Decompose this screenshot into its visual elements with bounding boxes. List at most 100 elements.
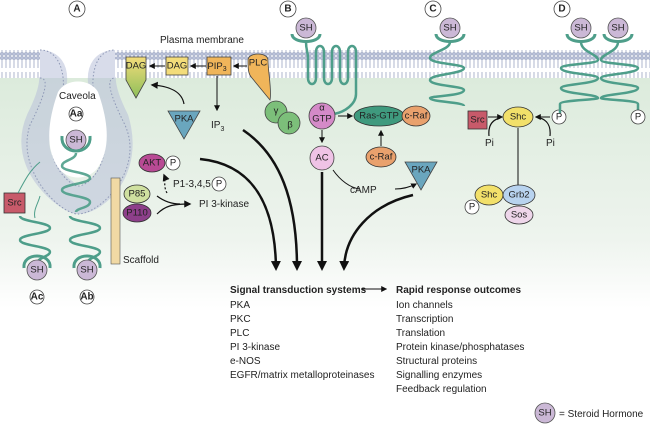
svg-text:P: P xyxy=(469,202,475,213)
outcome-item: Signalling enzymes xyxy=(396,370,482,381)
svg-text:P: P xyxy=(216,179,222,190)
arrow-pka-to-dag xyxy=(150,81,185,105)
legend-text: = Steroid Hormone xyxy=(559,409,644,420)
shc-node: Shc xyxy=(502,106,534,128)
p85-node: P85 xyxy=(123,184,151,204)
pka-node-right: PKA xyxy=(404,161,438,191)
arrow-ac-camp-pka xyxy=(332,169,416,189)
svg-text:P110: P110 xyxy=(126,208,147,219)
svg-text:DAG: DAG xyxy=(167,61,188,72)
svg-text:SH: SH xyxy=(443,23,456,34)
phosphate-akt: P xyxy=(165,155,181,171)
arrow-p85-p110-to-pi3k xyxy=(156,195,190,215)
outcome-item: Feedback regulation xyxy=(396,384,487,395)
p1345-label: P1-3,4,5 xyxy=(173,179,211,190)
panel-label-a: A xyxy=(68,0,86,18)
caveola-label: Caveola xyxy=(59,91,96,102)
phosphate-lipid: P xyxy=(211,176,227,192)
panel-label-ab: Ab xyxy=(79,289,95,305)
signal-transduction-list: Signal transduction systems PKA PKC PLC … xyxy=(230,285,375,381)
svg-text:Scaffold: Scaffold xyxy=(123,255,159,266)
p110-node: P110 xyxy=(122,203,152,223)
big-arrow-2 xyxy=(242,128,302,271)
svg-text:SH: SH xyxy=(611,23,624,34)
signal-item: PLC xyxy=(230,328,249,339)
c-raf-node: c-Raf xyxy=(365,146,397,168)
legend: SH = Steroid Hormone xyxy=(534,402,644,424)
svg-text:GTP: GTP xyxy=(312,114,332,125)
svg-text:SH: SH xyxy=(80,265,93,276)
dag-node-cone: DAG xyxy=(125,56,147,99)
plasma-membrane-label: Plasma membrane xyxy=(160,35,244,46)
svg-text:Ab: Ab xyxy=(80,292,93,303)
big-arrow-1 xyxy=(199,157,281,271)
outcome-item: Translation xyxy=(396,328,445,339)
scaffold: Scaffold xyxy=(110,177,159,266)
signal-item: e-NOS xyxy=(230,356,261,367)
ip3-label: IP3 xyxy=(211,120,224,133)
svg-text:Sos: Sos xyxy=(511,210,528,221)
svg-text:Grb2: Grb2 xyxy=(508,190,529,201)
panel-label-aa: Aa xyxy=(68,106,84,122)
rapid-response-title: Rapid response outcomes xyxy=(396,285,521,296)
svg-text:D: D xyxy=(558,4,565,15)
c-raf-node-bound: c-Raf xyxy=(401,105,431,127)
svg-text:AC: AC xyxy=(315,153,328,164)
arrow-pi-left xyxy=(488,117,501,137)
svg-text:α: α xyxy=(319,103,325,114)
shc-node-complex: Shc xyxy=(474,184,504,206)
svg-text:PKA: PKA xyxy=(411,165,431,176)
akt-node: AKT xyxy=(138,153,166,173)
svg-text:Src: Src xyxy=(470,115,485,126)
svg-text:P: P xyxy=(556,112,562,123)
svg-text:P: P xyxy=(170,158,176,169)
panel-label-b: B xyxy=(279,0,297,18)
pi-label-left: Pi xyxy=(485,138,494,149)
panel-label-d: D xyxy=(553,0,571,18)
outcome-item: Ion channels xyxy=(396,300,453,311)
signal-item: EGFR/matrix metalloproteinases xyxy=(230,370,375,381)
svg-text:Ras-GTP: Ras-GTP xyxy=(359,111,399,122)
svg-text:Src: Src xyxy=(7,198,22,209)
svg-text:Shc: Shc xyxy=(481,190,498,201)
svg-text:SH: SH xyxy=(30,265,43,276)
dag-node: DAG xyxy=(165,56,189,76)
receptor-b: SH xyxy=(290,17,358,116)
outcome-item: Protein kinase/phosphatases xyxy=(396,342,524,353)
svg-text:P85: P85 xyxy=(129,189,146,200)
svg-text:SH: SH xyxy=(574,23,587,34)
camp-label: cAMP xyxy=(350,185,377,196)
svg-text:c-Raf: c-Raf xyxy=(405,111,428,122)
signal-item: PKC xyxy=(230,314,251,325)
receptor-aa: SH xyxy=(60,129,92,213)
svg-text:PKA: PKA xyxy=(174,114,194,125)
svg-text:Ac: Ac xyxy=(31,292,44,303)
svg-text:PLC: PLC xyxy=(249,58,268,69)
svg-text:SH: SH xyxy=(538,408,551,419)
pka-node-left: PKA xyxy=(167,110,201,140)
outcome-item: Transcription xyxy=(396,314,453,325)
arrow-pi-right xyxy=(539,117,551,137)
g-protein-gamma-beta: γ β xyxy=(264,100,301,135)
plasma-membrane xyxy=(0,49,650,215)
arrow-pip-to-akt xyxy=(162,173,170,194)
receptor-ab: SH xyxy=(68,215,102,281)
pip3-node: PIP3 xyxy=(206,56,232,76)
svg-text:AKT: AKT xyxy=(143,158,162,169)
svg-text:β: β xyxy=(287,120,293,131)
signal-item: PI 3-kinase xyxy=(230,342,280,353)
sos-node: Sos xyxy=(504,205,534,225)
svg-text:PIP3: PIP3 xyxy=(207,61,226,73)
src-node-left: Src xyxy=(3,161,41,214)
receptor-ac: SH xyxy=(18,195,52,281)
ras-gtp-node: Ras-GTP xyxy=(353,105,405,127)
signal-transduction-title: Signal transduction systems xyxy=(230,285,367,296)
svg-text:B: B xyxy=(284,4,291,15)
svg-text:c-Raf: c-Raf xyxy=(370,152,393,163)
src-node-right: Src xyxy=(467,110,488,130)
rapid-response-list: Rapid response outcomes Ion channels Tra… xyxy=(396,285,524,395)
grb2-node: Grb2 xyxy=(502,184,536,206)
big-arrow-4 xyxy=(339,193,414,271)
plc-node: PLC xyxy=(247,53,271,101)
